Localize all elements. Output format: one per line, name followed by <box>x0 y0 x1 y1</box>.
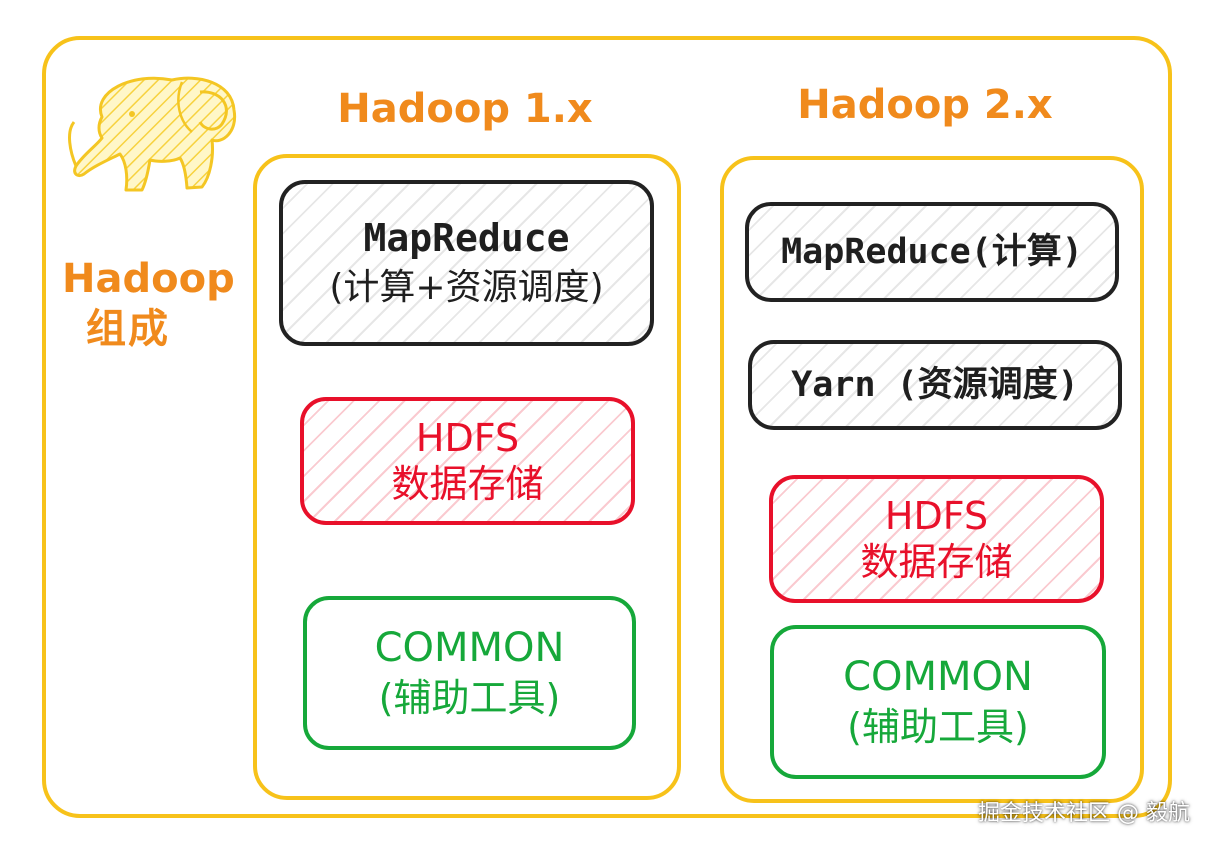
v2-hdfs-box: HDFS 数据存储 <box>769 475 1104 603</box>
watermark: 掘金技术社区 @ 毅航 <box>978 801 1190 826</box>
v1-common-box: COMMON (辅助工具) <box>303 596 636 750</box>
v2-mapreduce-box: MapReduce(计算) <box>745 202 1119 302</box>
side-title-line1: Hadoop <box>62 256 235 302</box>
v2-hdfs-desc: 数据存储 <box>860 540 1013 584</box>
v1-hdfs-desc: 数据存储 <box>391 462 544 506</box>
v1-common-name: COMMON <box>374 625 565 671</box>
v1-mapreduce-desc: (计算+资源调度) <box>329 267 604 308</box>
v1-hdfs-name: HDFS <box>415 416 520 460</box>
v1-hdfs-box: HDFS 数据存储 <box>300 397 635 525</box>
hadoop-elephant-icon <box>68 76 237 192</box>
v2-mapreduce-label: MapReduce(计算) <box>781 232 1083 272</box>
side-title-line2: 组成 <box>86 306 170 352</box>
outer-frame <box>42 36 1172 818</box>
hadoop-2x-title: Hadoop 2.x <box>797 82 1053 128</box>
v2-common-desc: (辅助工具) <box>847 705 1029 749</box>
hadoop-1x-frame <box>253 154 681 800</box>
v1-mapreduce-box: MapReduce (计算+资源调度) <box>279 180 654 346</box>
v1-mapreduce-name: MapReduce <box>363 216 570 260</box>
v2-hdfs-name: HDFS <box>884 494 989 538</box>
v1-common-desc: (辅助工具) <box>378 676 561 720</box>
v2-common-box: COMMON (辅助工具) <box>770 625 1106 779</box>
v2-common-name: COMMON <box>843 654 1033 700</box>
v2-yarn-box: Yarn (资源调度) <box>748 340 1122 430</box>
v2-yarn-label: Yarn (资源调度) <box>791 365 1079 405</box>
hadoop-2x-frame <box>720 156 1144 803</box>
diagram-side-title: Hadoop 组成 <box>62 254 235 354</box>
hadoop-1x-title: Hadoop 1.x <box>337 86 593 132</box>
